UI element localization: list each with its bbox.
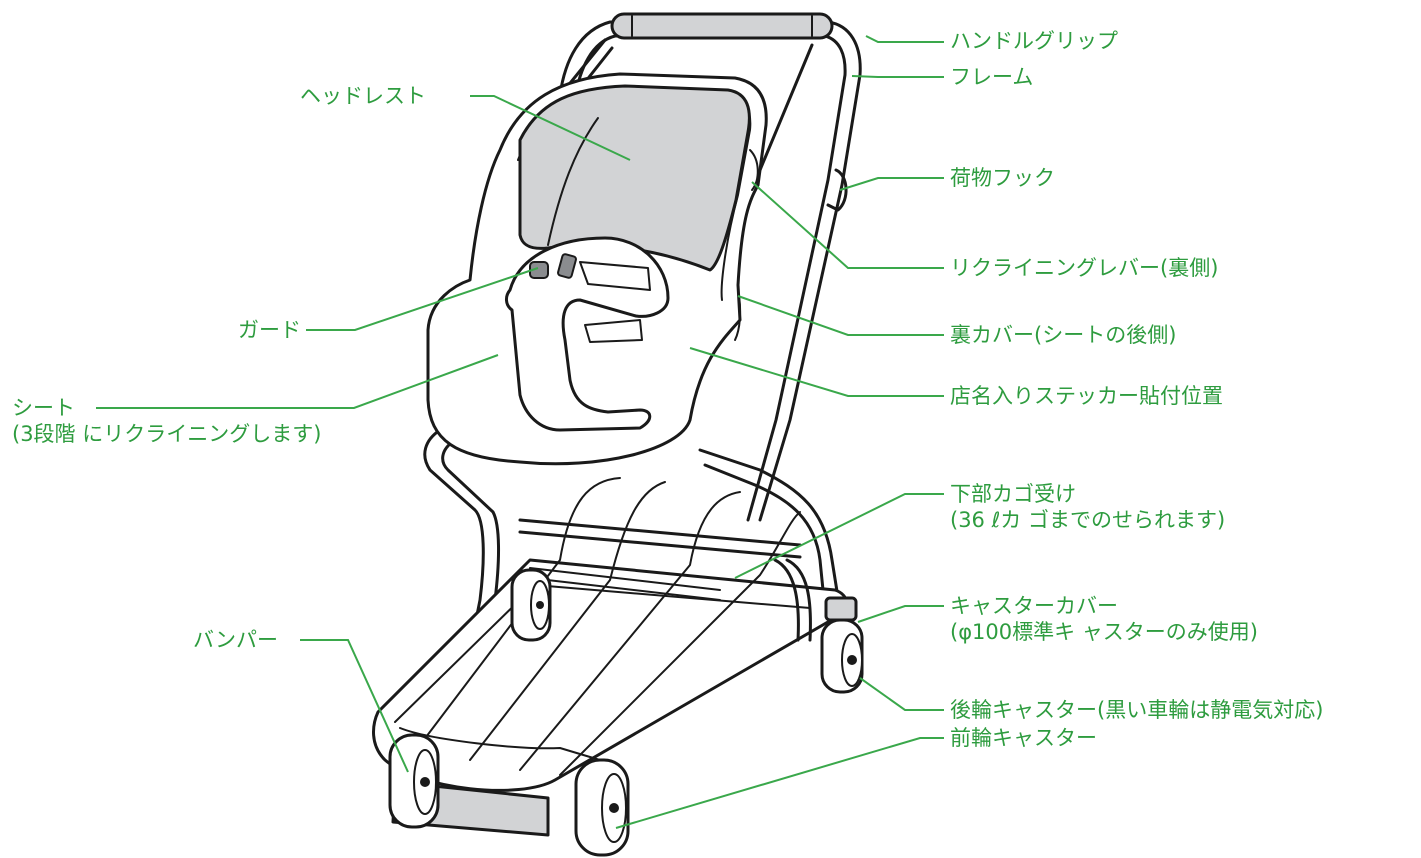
headrest-crease: [547, 117, 599, 246]
caster-cover: [824, 596, 858, 622]
label-handle-grip: ハンドルグリップ: [950, 29, 1118, 53]
leader-back-cover: [737, 295, 944, 336]
leader-recline-lever: [751, 181, 944, 269]
front-caster: [574, 758, 630, 857]
label-sticker-position: 店名入りステッカー貼付位置: [950, 384, 1223, 408]
leader-lower-basket: [734, 493, 944, 579]
label-luggage-hook: 荷物フック: [950, 166, 1055, 190]
label-recline-lever: リクライニングレバー(裏側): [950, 256, 1219, 280]
rear-caster-left: [510, 568, 552, 642]
label-back-cover: 裏カバー(シートの後側): [950, 323, 1177, 347]
label-lower-basket-line1: 下部カゴ受け: [950, 482, 1076, 506]
leader-luggage-hook: [839, 177, 944, 191]
recline-lever: [749, 149, 759, 191]
leader-frame: [851, 75, 944, 78]
back-cover: [734, 289, 742, 341]
handle-grip: [610, 12, 834, 40]
leader-sticker: [689, 347, 944, 397]
label-caster-cover-line1: キャスターカバー: [950, 594, 1118, 618]
leader-bumper: [300, 639, 409, 773]
luggage-hook: [826, 168, 848, 212]
label-lower-basket: 下部カゴ受け (36 ℓカ ゴまでのせられます): [950, 481, 1225, 533]
label-guard: ガード: [238, 318, 301, 342]
label-frame: フレーム: [950, 65, 1034, 89]
label-seat-line2: (3段階 にリクライニングします): [12, 422, 322, 446]
leader-guard: [306, 267, 539, 331]
label-bumper: バンパー: [193, 628, 279, 652]
leader-headrest: [470, 95, 631, 161]
leader-lines: [96, 35, 944, 829]
leader-rear-caster: [859, 677, 944, 711]
rear-caster: [820, 618, 864, 694]
label-rear-caster: 後輪キャスター(黒い車輪は静電気対応): [950, 698, 1324, 722]
leader-caster-cover: [857, 605, 944, 623]
label-caster-cover-line2: (φ100標準キ ャスターのみ使用): [950, 620, 1258, 644]
leader-seat: [96, 354, 499, 409]
leader-front-caster: [615, 737, 944, 829]
label-headrest: ヘッドレスト: [300, 84, 426, 108]
label-front-caster: 前輪キャスター: [950, 726, 1097, 750]
label-caster-cover: キャスターカバー (φ100標準キ ャスターのみ使用): [950, 593, 1258, 645]
label-seat-line1: シート: [12, 396, 75, 420]
headrest: [518, 84, 751, 272]
lower-frame: [372, 428, 849, 792]
label-lower-basket-line2: (36 ℓカ ゴまでのせられます): [950, 508, 1226, 532]
label-seat: シート (3段階 にリクライニングします): [12, 395, 321, 447]
leader-handle-grip: [865, 35, 944, 43]
